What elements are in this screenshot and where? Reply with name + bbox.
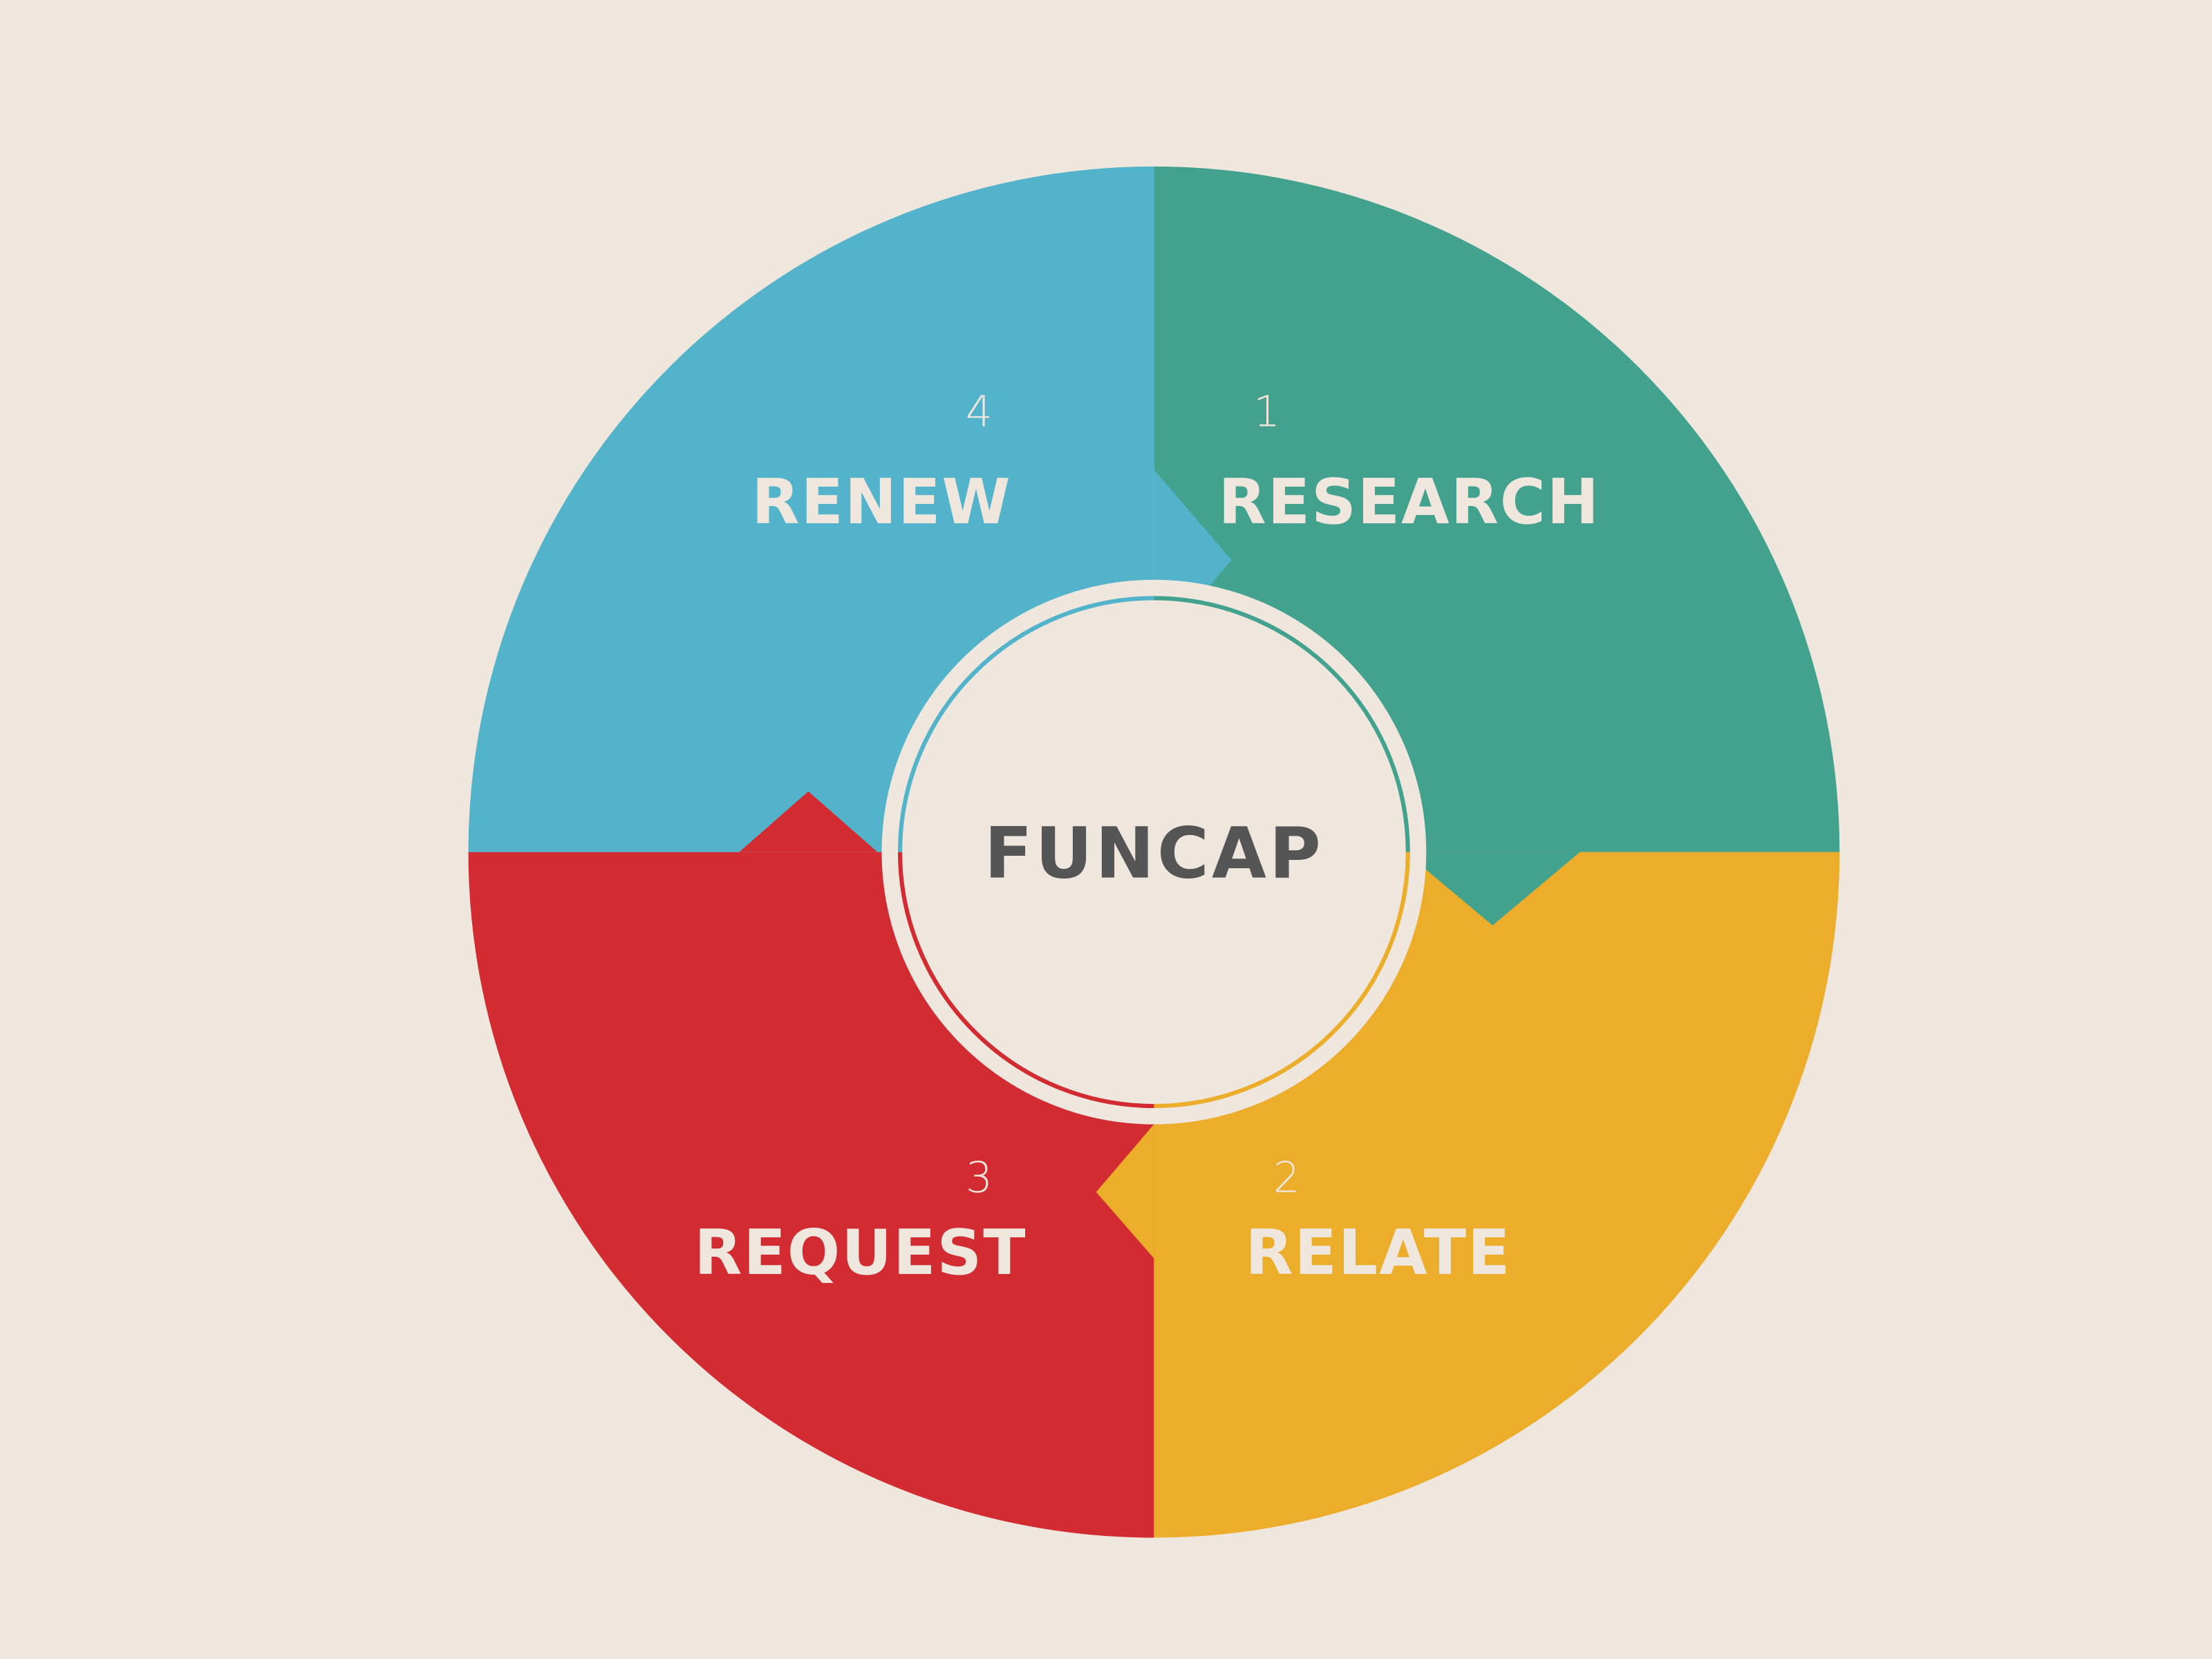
center-title: FUNCAP — [984, 812, 1324, 894]
step-label-relate: RELATE — [1245, 1217, 1511, 1289]
ring-arc-relate — [1154, 852, 1410, 1109]
step-number-renew: 4 — [966, 387, 993, 436]
step-label-research: RESEARCH — [1219, 467, 1600, 538]
step-number-relate: 2 — [1273, 1153, 1300, 1202]
ring-arc-renew — [897, 596, 1154, 852]
arrow-research — [1405, 852, 1580, 926]
ring-arc-request — [897, 852, 1154, 1109]
step-number-research: 1 — [1253, 387, 1280, 436]
ring-arc-research — [1154, 596, 1410, 852]
step-label-request: REQUEST — [694, 1217, 1027, 1289]
center-hub — [881, 579, 1427, 1125]
step-label-renew: RENEW — [751, 467, 1011, 538]
arrow-relate — [1096, 1124, 1154, 1259]
arrow-request — [739, 791, 878, 852]
step-number-request: 3 — [966, 1153, 993, 1202]
